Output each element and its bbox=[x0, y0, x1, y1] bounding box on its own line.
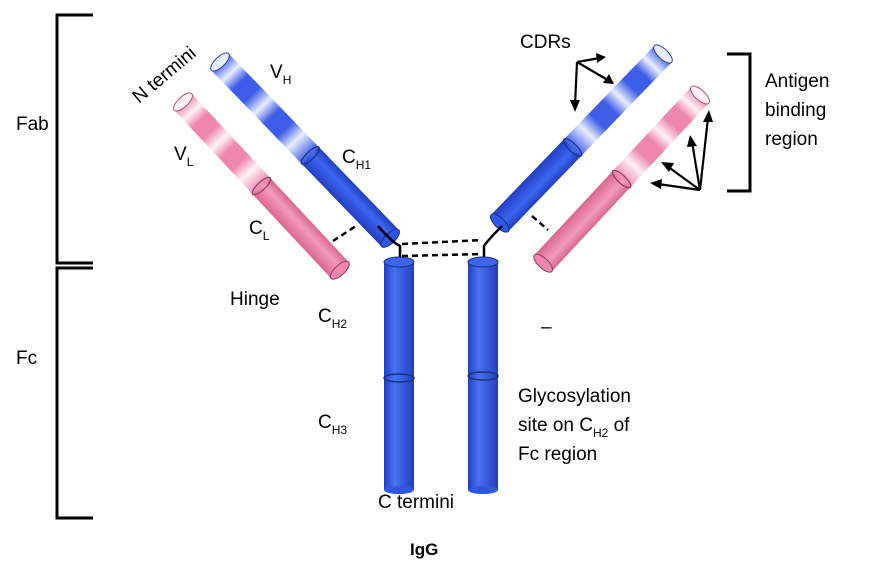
antigen-label-line3: region bbox=[765, 129, 818, 150]
right-hinge-line bbox=[482, 225, 503, 262]
left-light-n-terminus bbox=[173, 92, 193, 112]
ch3-label-main: C bbox=[318, 412, 332, 433]
ch1-label-sub: H1 bbox=[356, 158, 372, 172]
right-fc-bottom-cap bbox=[468, 486, 498, 494]
glyco-line2-b: of bbox=[608, 415, 630, 436]
left-ch2-domain bbox=[384, 262, 414, 378]
left-fc-stem bbox=[383, 256, 415, 494]
igg-title: IgG bbox=[410, 540, 438, 559]
hinge-disulfide-upper bbox=[401, 238, 483, 246]
fab-bracket bbox=[55, 13, 93, 265]
fc-label: Fc bbox=[16, 348, 37, 369]
fab-label: Fab bbox=[16, 114, 49, 135]
right-light-chain bbox=[533, 85, 710, 273]
ch2-label-main: C bbox=[318, 306, 332, 327]
left-heavy-chain bbox=[210, 52, 400, 248]
hinge-label: Hinge bbox=[230, 289, 280, 310]
right-ch3-domain bbox=[468, 376, 498, 490]
right-heavy-end-cap bbox=[489, 213, 510, 233]
antigen-label-line1: Antigen bbox=[765, 71, 829, 92]
left-light-chain bbox=[173, 92, 350, 280]
right-cl-domain bbox=[534, 170, 631, 272]
antigen-bracket bbox=[727, 52, 752, 193]
left-light-end-cap bbox=[329, 260, 350, 280]
dash-mark: – bbox=[541, 317, 552, 338]
hinge-disulfide-lower bbox=[401, 252, 483, 258]
glyco-line2-a: site on C bbox=[518, 415, 593, 436]
right-fc-junction bbox=[467, 371, 499, 381]
left-light-vl-cl-junction bbox=[251, 176, 272, 196]
cl-label-main: C bbox=[249, 218, 263, 239]
left-fc-bottom-cap bbox=[384, 486, 414, 494]
right-heavy-chain bbox=[489, 44, 673, 233]
vh-label: VH bbox=[270, 62, 291, 87]
right-ch1-domain bbox=[491, 139, 582, 232]
left-heavy-vh-ch1-junction bbox=[300, 146, 320, 165]
right-heavy-light-disulfide bbox=[531, 215, 549, 231]
ch3-label-sub: H3 bbox=[332, 423, 348, 437]
left-ch1-domain bbox=[301, 147, 399, 247]
glyco-line2-sub: H2 bbox=[593, 426, 609, 440]
left-hinge-line bbox=[377, 225, 402, 262]
left-ch3-domain bbox=[384, 378, 414, 490]
cdrs-label: CDRs bbox=[520, 32, 571, 53]
left-vh-domain bbox=[211, 53, 319, 164]
right-vl-domain bbox=[612, 86, 709, 188]
ch2-label-sub: H2 bbox=[332, 317, 348, 331]
ch2-label: CH2 bbox=[318, 306, 347, 331]
right-vh-domain bbox=[564, 45, 672, 156]
cl-label-sub: L bbox=[263, 229, 270, 243]
glyco-label-line2: site on CH2 of bbox=[518, 415, 630, 440]
glyco-label-line3: Fc region bbox=[518, 444, 597, 465]
left-heavy-n-terminus bbox=[210, 52, 230, 72]
left-fc-top-cap bbox=[383, 256, 415, 268]
right-light-end-cap bbox=[533, 253, 554, 273]
right-light-n-terminus bbox=[690, 85, 710, 105]
right-fc-stem bbox=[467, 256, 499, 494]
c-termini-label: C termini bbox=[378, 492, 454, 513]
fc-bracket bbox=[55, 266, 93, 520]
antigen-arrows bbox=[650, 110, 713, 192]
ch3-label: CH3 bbox=[318, 412, 347, 437]
antigen-label-line2: binding bbox=[765, 100, 826, 121]
glyco-label-line1: Glycosylation bbox=[518, 386, 631, 407]
cl-label: CL bbox=[249, 218, 270, 243]
vl-label: VL bbox=[174, 144, 194, 169]
ch1-label-main: C bbox=[342, 147, 356, 168]
left-heavy-light-disulfide bbox=[332, 224, 357, 243]
vl-label-main: V bbox=[174, 144, 187, 165]
vl-label-sub: L bbox=[187, 155, 194, 169]
vh-label-sub: H bbox=[283, 73, 292, 87]
right-fc-top-cap bbox=[467, 256, 499, 268]
left-fc-junction bbox=[383, 373, 415, 383]
right-heavy-n-terminus bbox=[653, 44, 673, 64]
cdr-arrows bbox=[570, 53, 614, 112]
right-ch2-domain bbox=[468, 262, 498, 376]
right-light-vl-cl-junction bbox=[611, 169, 632, 189]
ch1-label: CH1 bbox=[342, 147, 371, 172]
vh-label-main: V bbox=[270, 62, 283, 83]
left-vl-domain bbox=[174, 93, 271, 195]
left-cl-domain bbox=[252, 177, 349, 279]
